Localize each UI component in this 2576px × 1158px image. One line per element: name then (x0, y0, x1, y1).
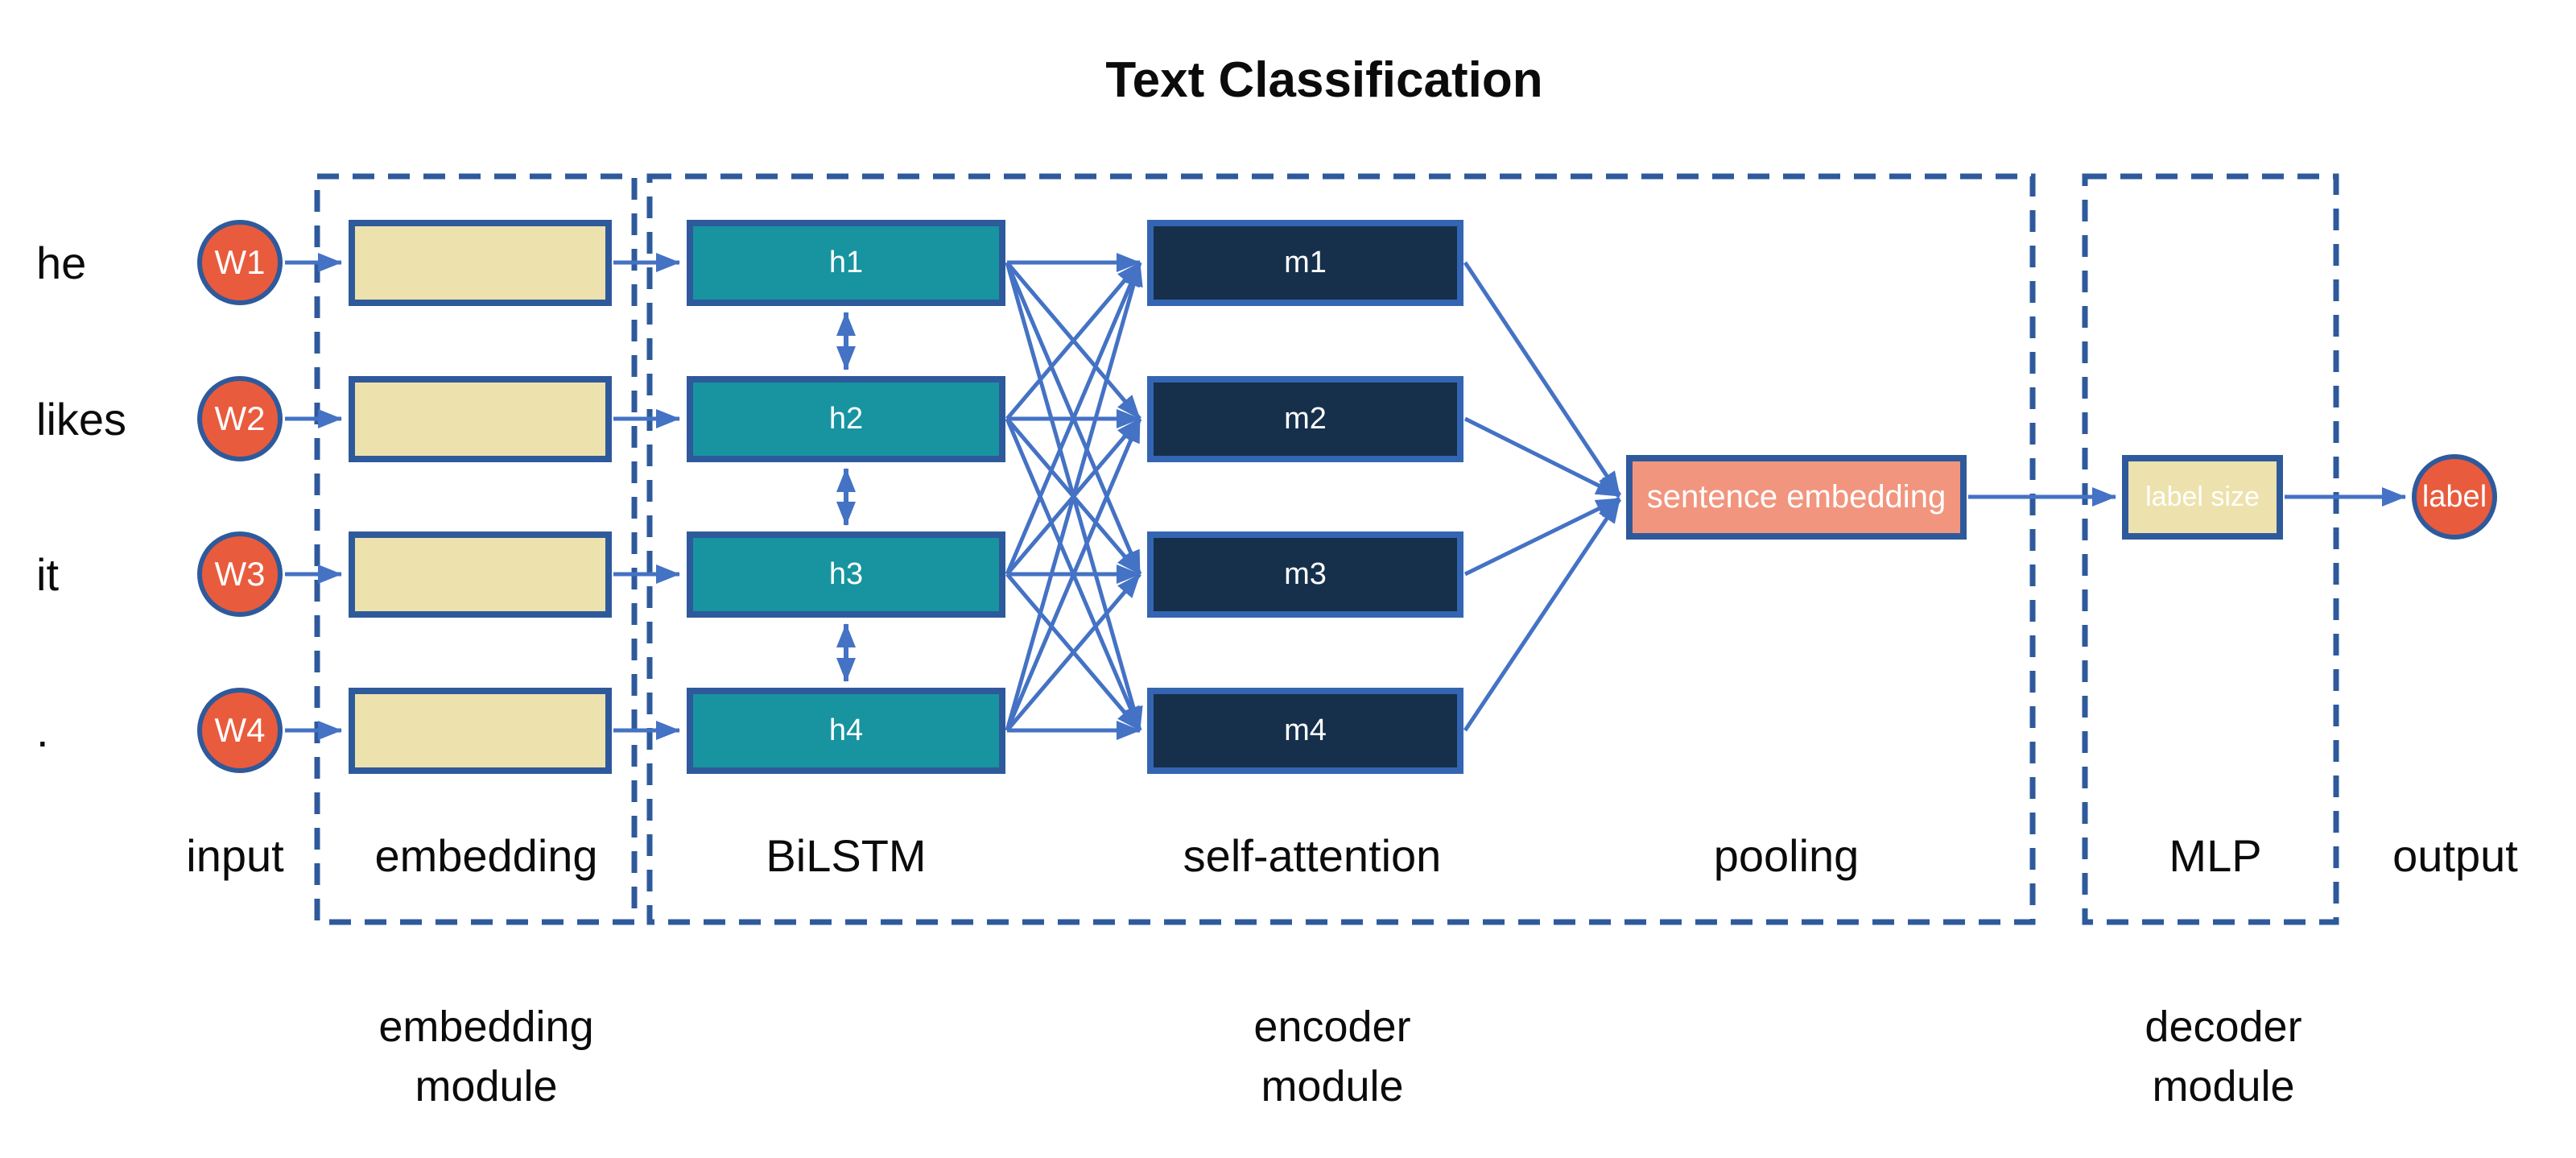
input-to-embedding-arrows (285, 253, 342, 740)
input-node-circle: W3 (197, 531, 283, 617)
module-label-line: module (415, 1062, 558, 1110)
bilstm-box: h2 (687, 376, 1005, 462)
stage-label-bilstm: BiLSTM (766, 830, 927, 881)
stage-label-mlp: MLP (2169, 830, 2262, 881)
input-word: he (36, 238, 87, 288)
output-node-circle: label (2412, 454, 2497, 540)
attention-box: m2 (1147, 376, 1463, 462)
bilstm-box: h4 (687, 688, 1005, 774)
embedding-box (349, 376, 612, 462)
module-label-line: module (1261, 1062, 1404, 1110)
embedding-to-bilstm-arrows (613, 253, 680, 740)
encoder-module-label: encoder module (1253, 997, 1410, 1116)
embedding-module-box (314, 173, 638, 925)
decoder-module-box (2082, 173, 2339, 925)
input-node-circle: W2 (197, 376, 283, 461)
input-word: likes (36, 394, 127, 445)
bilstm-to-attention-lines (1005, 253, 1143, 740)
stage-label-output: output (2392, 830, 2518, 881)
sentence-embedding-box: sentence embedding (1626, 455, 1967, 540)
bilstm-box: h1 (687, 220, 1005, 306)
attention-box: m4 (1147, 688, 1463, 774)
module-label-line: decoder (2145, 1003, 2302, 1051)
encoder-module-box (646, 173, 2036, 925)
input-node-circle: W4 (197, 688, 283, 773)
embedding-module-label: embedding module (378, 997, 593, 1116)
label-size-box: label size (2122, 455, 2283, 540)
embedding-box (349, 220, 612, 306)
module-label-line: module (2152, 1062, 2295, 1110)
stage-label-pooling: pooling (1713, 830, 1860, 881)
stage-label-embedding: embedding (374, 830, 598, 881)
attention-box: m3 (1147, 531, 1463, 618)
input-word: . (36, 705, 49, 756)
input-node-circle: W1 (197, 220, 283, 305)
attention-box: m1 (1147, 220, 1463, 306)
embedding-box (349, 688, 612, 774)
stage-label-input: input (186, 830, 284, 881)
input-word: it (36, 549, 59, 600)
embedding-box (349, 531, 612, 618)
diagram-title: Text Classification (1105, 52, 1543, 108)
module-label-line: embedding (378, 1003, 594, 1051)
decoder-module-label: decoder module (2145, 997, 2301, 1116)
bilstm-box: h3 (687, 531, 1005, 618)
stage-label-self-attention: self-attention (1183, 830, 1442, 881)
module-label-line: encoder (1253, 1003, 1411, 1051)
attention-to-pooling-arrows (1463, 261, 1622, 732)
